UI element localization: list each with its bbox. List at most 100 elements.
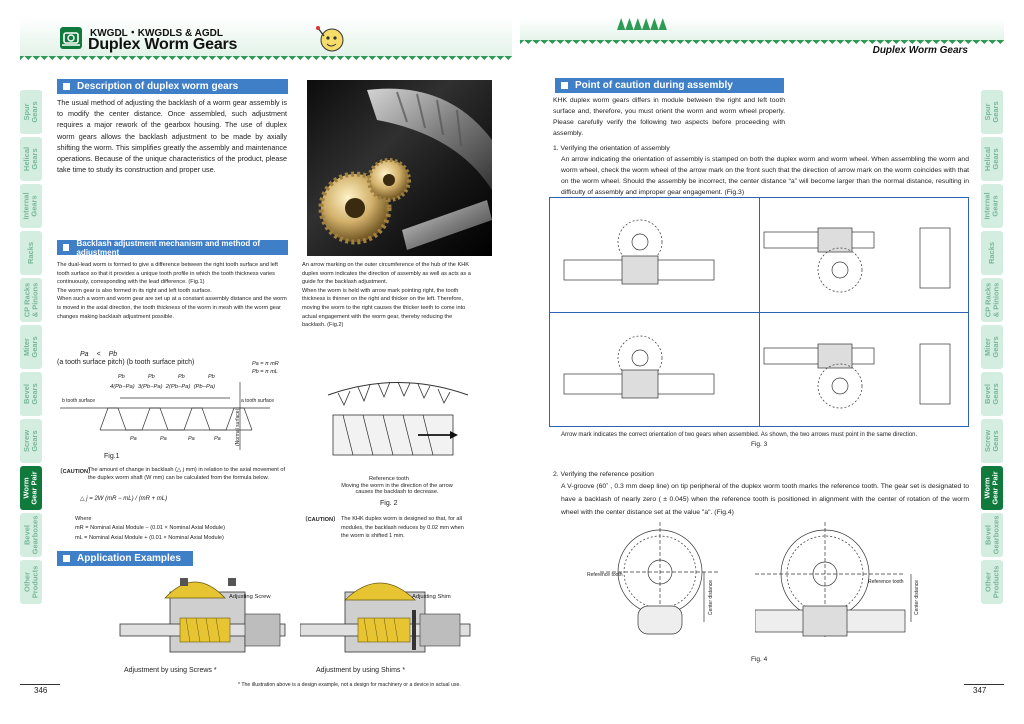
fig1-eq2: Pb = π mL xyxy=(252,369,278,375)
fig4-caption: Fig. 4 xyxy=(751,656,768,663)
side-tab-label: Internal Gears xyxy=(983,192,1000,220)
fig1-pb-label-2: Pb xyxy=(148,374,155,380)
fig1-b-surface: b tooth surface xyxy=(62,398,96,404)
fig1-pa-label-4: Pa xyxy=(214,436,221,442)
fig1-inequality: Pa < Pb xyxy=(80,351,117,358)
fig4-right-drawing xyxy=(754,522,920,657)
fig1-pb-label-4: Pb xyxy=(208,374,215,380)
side-tab-label: Screw Gears xyxy=(983,429,1001,453)
side-tab-cp-racks-pinions[interactable]: CP Racks & Pinions xyxy=(20,278,42,322)
side-tab-bevel-gearboxes[interactable]: Bevel Gearboxes xyxy=(981,513,1003,557)
fig1-pb-label-3: Pb xyxy=(178,374,185,380)
side-tab-label: Worm Gear Pair xyxy=(22,471,40,505)
side-tab-screw-gears[interactable]: Screw Gears xyxy=(981,419,1003,463)
fig1-rack-drawing: Pb Pb Pb Pb Pa Pa Pa Pa xyxy=(60,372,270,452)
side-tab-miter-gears[interactable]: Miter Gears xyxy=(981,325,1003,369)
side-tab-other-products[interactable]: Other Products xyxy=(20,560,42,604)
caution2-label: 〔CAUTION〕 xyxy=(302,517,339,523)
backlash-formula: △ j = 2W (mR − mL) / (mR + mL) xyxy=(80,496,168,502)
side-tab-label: Other Products xyxy=(983,565,1001,599)
side-tab-miter-gears[interactable]: Miter Gears xyxy=(20,325,42,369)
fig1-pa: Pa xyxy=(80,351,89,358)
side-tab-label: CP Racks & Pinions xyxy=(22,282,39,318)
page-rule-right xyxy=(964,684,1004,685)
adjusting-shim-label: Adjusting Shim xyxy=(412,594,451,600)
header-sawtooth-right xyxy=(520,40,1004,46)
side-tab-spur-gears[interactable]: Spur Gears xyxy=(981,90,1003,134)
page-number-left: 346 xyxy=(34,686,48,695)
side-tab-screw-gears[interactable]: Screw Gears xyxy=(20,419,42,463)
app2-caption: Adjustment by using Shims * xyxy=(316,667,406,674)
caution1-text: The amount of change in backlash (△ j mm… xyxy=(88,467,286,481)
side-tab-bevel-gearboxes[interactable]: Bevel Gearboxes xyxy=(20,513,42,557)
right-page-title: Duplex Worm Gears xyxy=(872,45,968,56)
side-tab-other-products[interactable]: Other Products xyxy=(981,560,1003,604)
fig2-note: Moving the worm in the direction of the … xyxy=(341,483,453,496)
section-header-label: Point of caution during assembly xyxy=(575,80,733,91)
section-header-application: Application Examples xyxy=(57,551,193,566)
side-tab-worm-gear-pair[interactable]: Worm Gear Pair xyxy=(981,466,1003,510)
fig1-a-surface: a tooth surface xyxy=(241,398,275,404)
side-tab-label: Other Products xyxy=(22,565,40,599)
where-ml: mL = Nominal Axial Module + (0.01 × Nomi… xyxy=(75,535,224,541)
where-label: Where xyxy=(75,516,92,522)
side-tab-racks[interactable]: Racks xyxy=(981,231,1003,275)
app-shim-drawing xyxy=(299,570,480,660)
item2-title: 2. Verifying the reference position xyxy=(553,471,654,478)
fig2-reference-tooth-label: Reference tooth xyxy=(369,476,409,482)
page-number-right: 347 xyxy=(973,686,987,695)
fig1-pa-label-1: Pa xyxy=(130,436,137,442)
header-right-band xyxy=(520,18,1004,42)
side-tab-label: Helical Gears xyxy=(983,146,1000,172)
side-tab-helical-gears[interactable]: Helical Gears xyxy=(981,137,1003,181)
fig3-frame xyxy=(549,197,969,427)
product-logo-icon xyxy=(60,27,82,49)
page-title: Duplex Worm Gears xyxy=(88,36,238,53)
fig4-ref-tooth-right: Reference tooth xyxy=(868,579,904,585)
side-tab-helical-gears[interactable]: Helical Gears xyxy=(20,137,42,181)
fig1-caption: Fig.1 xyxy=(104,453,120,460)
fig4-center-distance-left: Center distance xyxy=(708,579,714,615)
side-tab-label: Internal Gears xyxy=(22,192,39,220)
fig4-center-distance-right: Center distance xyxy=(914,579,920,615)
app1-caption: Adjustment by using Screws * xyxy=(124,667,217,674)
side-tab-label: Screw Gears xyxy=(22,429,40,453)
adjusting-screw-label: Adjusting Screw xyxy=(229,594,271,600)
side-tab-spur-gears[interactable]: Spur Gears xyxy=(20,90,42,134)
section-header-description: Description of duplex worm gears xyxy=(57,79,288,94)
where-mr: mR = Nominal Axial Module − (0.01 × Nomi… xyxy=(75,525,226,531)
side-tab-label: Racks xyxy=(26,241,36,265)
section-header-label: Description of duplex worm gears xyxy=(77,81,239,92)
side-tab-bevel-gears[interactable]: Bevel Gears xyxy=(20,372,42,416)
side-tab-label: Miter Gears xyxy=(22,336,39,358)
fig1-pitch-caption: (a tooth surface pitch) (b tooth surface… xyxy=(57,359,195,366)
fig4-ref-tooth-left: Reference tooth xyxy=(587,572,623,578)
page-rule-left xyxy=(20,684,60,685)
side-tab-cp-racks-pinions[interactable]: CP Racks & Pinions xyxy=(981,278,1003,322)
fig1-less-than: < xyxy=(96,351,101,358)
mascot-icon xyxy=(312,22,348,58)
worm-gear-photo xyxy=(307,80,492,256)
fig1-pb-label-1: Pb xyxy=(118,374,125,380)
fig1-eq1: Pa = π mR xyxy=(252,361,279,367)
item1-text: An arrow indicating the orientation of a… xyxy=(561,156,969,196)
side-tab-label: CP Racks & Pinions xyxy=(983,282,1000,318)
side-tab-label: Spur Gears xyxy=(983,101,1000,123)
side-tab-label: Bevel Gearboxes xyxy=(983,515,1000,555)
side-tab-internal-gears[interactable]: Internal Gears xyxy=(981,184,1003,228)
description-text: The usual method of adjusting the backla… xyxy=(57,98,287,175)
section-header-caution: Point of caution during assembly xyxy=(555,78,784,93)
item2-text: A V-groove (60˚ , 0.3 mm deep line) on t… xyxy=(561,483,969,516)
fig1-pa-label-2: Pa xyxy=(160,436,167,442)
side-tab-label: Spur Gears xyxy=(22,101,39,123)
side-tab-label: Racks xyxy=(987,241,997,265)
side-tab-bevel-gears[interactable]: Bevel Gears xyxy=(981,372,1003,416)
side-tab-label: Bevel Gearboxes xyxy=(22,515,39,555)
caution1-label: 〔CAUTION〕 xyxy=(57,469,94,475)
side-tab-worm-gear-pair[interactable]: Worm Gear Pair xyxy=(20,466,42,510)
fig3-note: Arrow mark indicates the correct orienta… xyxy=(561,432,918,438)
side-tab-racks[interactable]: Racks xyxy=(20,231,42,275)
fig3-divider-h xyxy=(550,312,968,313)
side-tab-internal-gears[interactable]: Internal Gears xyxy=(20,184,42,228)
fig3-caption: Fig. 3 xyxy=(751,441,768,448)
